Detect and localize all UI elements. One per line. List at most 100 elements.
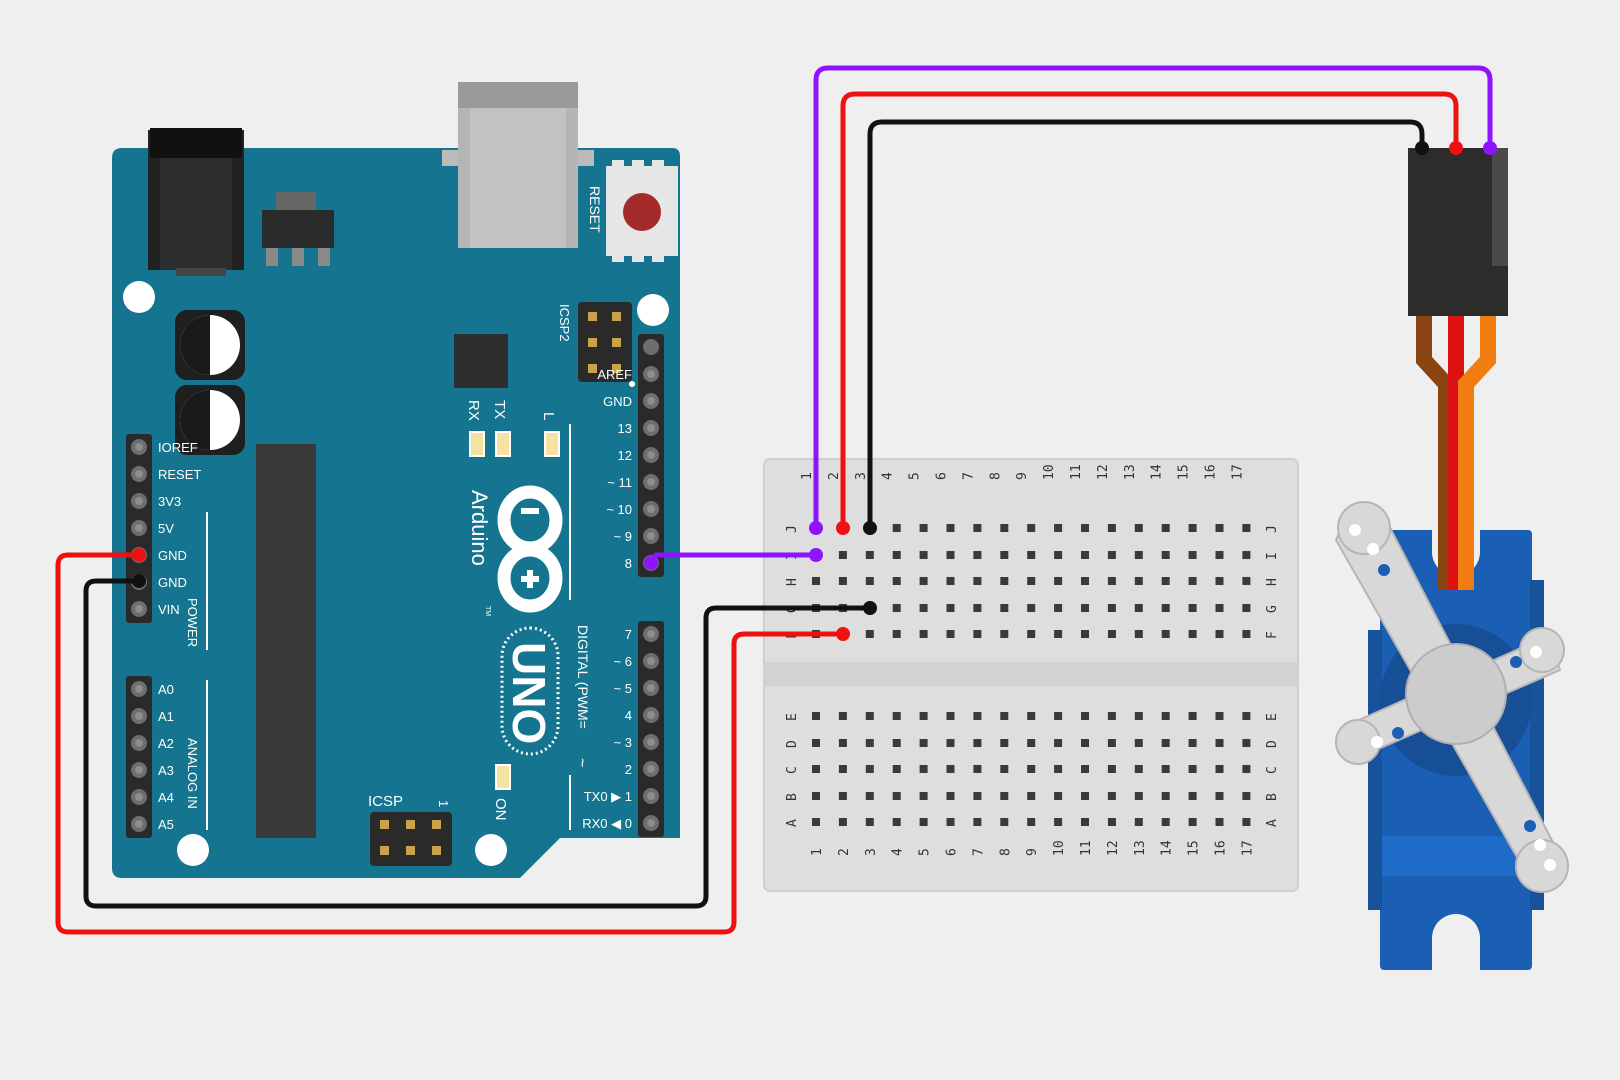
breadboard-hole[interactable]: [1134, 524, 1143, 532]
breadboard-hole[interactable]: [1215, 765, 1224, 773]
breadboard-hole[interactable]: [812, 792, 820, 800]
breadboard-hole[interactable]: [1215, 630, 1224, 638]
breadboard-hole[interactable]: [1242, 604, 1251, 612]
breadboard-hole[interactable]: [1215, 604, 1224, 612]
breadboard-hole[interactable]: [973, 765, 982, 773]
breadboard-hole[interactable]: [865, 739, 874, 747]
breadboard-hole[interactable]: [973, 792, 982, 800]
breadboard-hole[interactable]: [1107, 739, 1116, 747]
breadboard-hole[interactable]: [946, 524, 955, 532]
breadboard-hole[interactable]: [1000, 630, 1009, 638]
digital-header-pin[interactable]: [643, 339, 659, 355]
breadboard-hole[interactable]: [1107, 551, 1116, 559]
breadboard-hole[interactable]: [1188, 630, 1197, 638]
breadboard-hole[interactable]: [1215, 712, 1224, 720]
breadboard-hole[interactable]: [1188, 712, 1197, 720]
breadboard-hole[interactable]: [1215, 524, 1224, 532]
wire-red-breadboard-to-servo[interactable]: [840, 91, 1459, 528]
breadboard-hole[interactable]: [919, 739, 928, 747]
breadboard-hole[interactable]: [1054, 765, 1063, 773]
breadboard-hole[interactable]: [1242, 739, 1251, 747]
breadboard-hole[interactable]: [1081, 765, 1089, 773]
breadboard-hole[interactable]: [919, 792, 928, 800]
breadboard-hole[interactable]: [973, 577, 982, 585]
breadboard-hole[interactable]: [1242, 712, 1251, 720]
breadboard-hole[interactable]: [1134, 765, 1143, 773]
breadboard-hole[interactable]: [1000, 577, 1009, 585]
breadboard-hole[interactable]: [838, 739, 847, 747]
breadboard-hole[interactable]: [973, 712, 982, 720]
breadboard-hole[interactable]: [1027, 577, 1036, 585]
breadboard-hole[interactable]: [892, 712, 901, 720]
breadboard-hole[interactable]: [946, 551, 955, 559]
breadboard-hole[interactable]: [1027, 551, 1036, 559]
breadboard-hole[interactable]: [865, 630, 874, 638]
breadboard-hole[interactable]: [1161, 577, 1170, 585]
breadboard-hole[interactable]: [1027, 792, 1036, 800]
breadboard-hole[interactable]: [919, 630, 928, 638]
breadboard-hole[interactable]: [1081, 792, 1089, 800]
breadboard-hole[interactable]: [1000, 739, 1009, 747]
breadboard-hole[interactable]: [892, 604, 901, 612]
breadboard-hole[interactable]: [1242, 577, 1251, 585]
breadboard-hole[interactable]: [1242, 551, 1251, 559]
breadboard-hole[interactable]: [919, 765, 928, 773]
breadboard-hole[interactable]: [838, 765, 847, 773]
breadboard-hole[interactable]: [1134, 739, 1143, 747]
breadboard-hole[interactable]: [1188, 792, 1197, 800]
breadboard-hole[interactable]: [973, 524, 982, 532]
breadboard-hole[interactable]: [1134, 818, 1143, 826]
breadboard-hole[interactable]: [1054, 577, 1063, 585]
breadboard-hole[interactable]: [1027, 524, 1036, 532]
breadboard-hole[interactable]: [1188, 604, 1197, 612]
breadboard-hole[interactable]: [1215, 551, 1224, 559]
breadboard-hole[interactable]: [812, 739, 820, 747]
breadboard-hole[interactable]: [1242, 630, 1251, 638]
breadboard-hole[interactable]: [812, 765, 820, 773]
breadboard-hole[interactable]: [1000, 712, 1009, 720]
breadboard-hole[interactable]: [1081, 739, 1089, 747]
breadboard-hole[interactable]: [919, 818, 928, 826]
breadboard-hole[interactable]: [1054, 551, 1063, 559]
breadboard-hole[interactable]: [838, 577, 847, 585]
breadboard-hole[interactable]: [1054, 818, 1063, 826]
breadboard-hole[interactable]: [1054, 604, 1063, 612]
breadboard-hole[interactable]: [1161, 524, 1170, 532]
wire-black-breadboard-to-servo[interactable]: [867, 119, 1425, 528]
breadboard-hole[interactable]: [812, 577, 820, 585]
reset-button[interactable]: [606, 160, 678, 262]
wire-purple-breadboard-to-servo[interactable]: [813, 65, 1493, 528]
breadboard-hole[interactable]: [1188, 739, 1197, 747]
breadboard-hole[interactable]: [1161, 818, 1170, 826]
breadboard-hole[interactable]: [1000, 524, 1009, 532]
breadboard-hole[interactable]: [1215, 818, 1224, 826]
breadboard-hole[interactable]: [1081, 577, 1089, 585]
breadboard-hole[interactable]: [812, 818, 820, 826]
breadboard-hole[interactable]: [919, 577, 928, 585]
breadboard-hole[interactable]: [1107, 630, 1116, 638]
breadboard-hole[interactable]: [1161, 630, 1170, 638]
breadboard-hole[interactable]: [1107, 818, 1116, 826]
breadboard-hole[interactable]: [892, 577, 901, 585]
breadboard-hole[interactable]: [865, 765, 874, 773]
breadboard-hole[interactable]: [865, 792, 874, 800]
wire-black-gnd-to-breadboard[interactable]: [83, 578, 870, 909]
breadboard-hole[interactable]: [1081, 551, 1089, 559]
breadboard-hole[interactable]: [1027, 739, 1036, 747]
breadboard-hole[interactable]: [1242, 765, 1251, 773]
breadboard-hole[interactable]: [1188, 577, 1197, 585]
breadboard-hole[interactable]: [1081, 630, 1089, 638]
breadboard-hole[interactable]: [1000, 818, 1009, 826]
breadboard-hole[interactable]: [1134, 630, 1143, 638]
breadboard-hole[interactable]: [1107, 524, 1116, 532]
breadboard-hole[interactable]: [1188, 765, 1197, 773]
breadboard-hole[interactable]: [865, 818, 874, 826]
breadboard-hole[interactable]: [1242, 524, 1251, 532]
breadboard-hole[interactable]: [1107, 577, 1116, 585]
breadboard-hole[interactable]: [1215, 577, 1224, 585]
breadboard-hole[interactable]: [1242, 792, 1251, 800]
breadboard-hole[interactable]: [838, 551, 847, 559]
breadboard-hole[interactable]: [946, 792, 955, 800]
breadboard-hole[interactable]: [919, 524, 928, 532]
breadboard-hole[interactable]: [973, 630, 982, 638]
